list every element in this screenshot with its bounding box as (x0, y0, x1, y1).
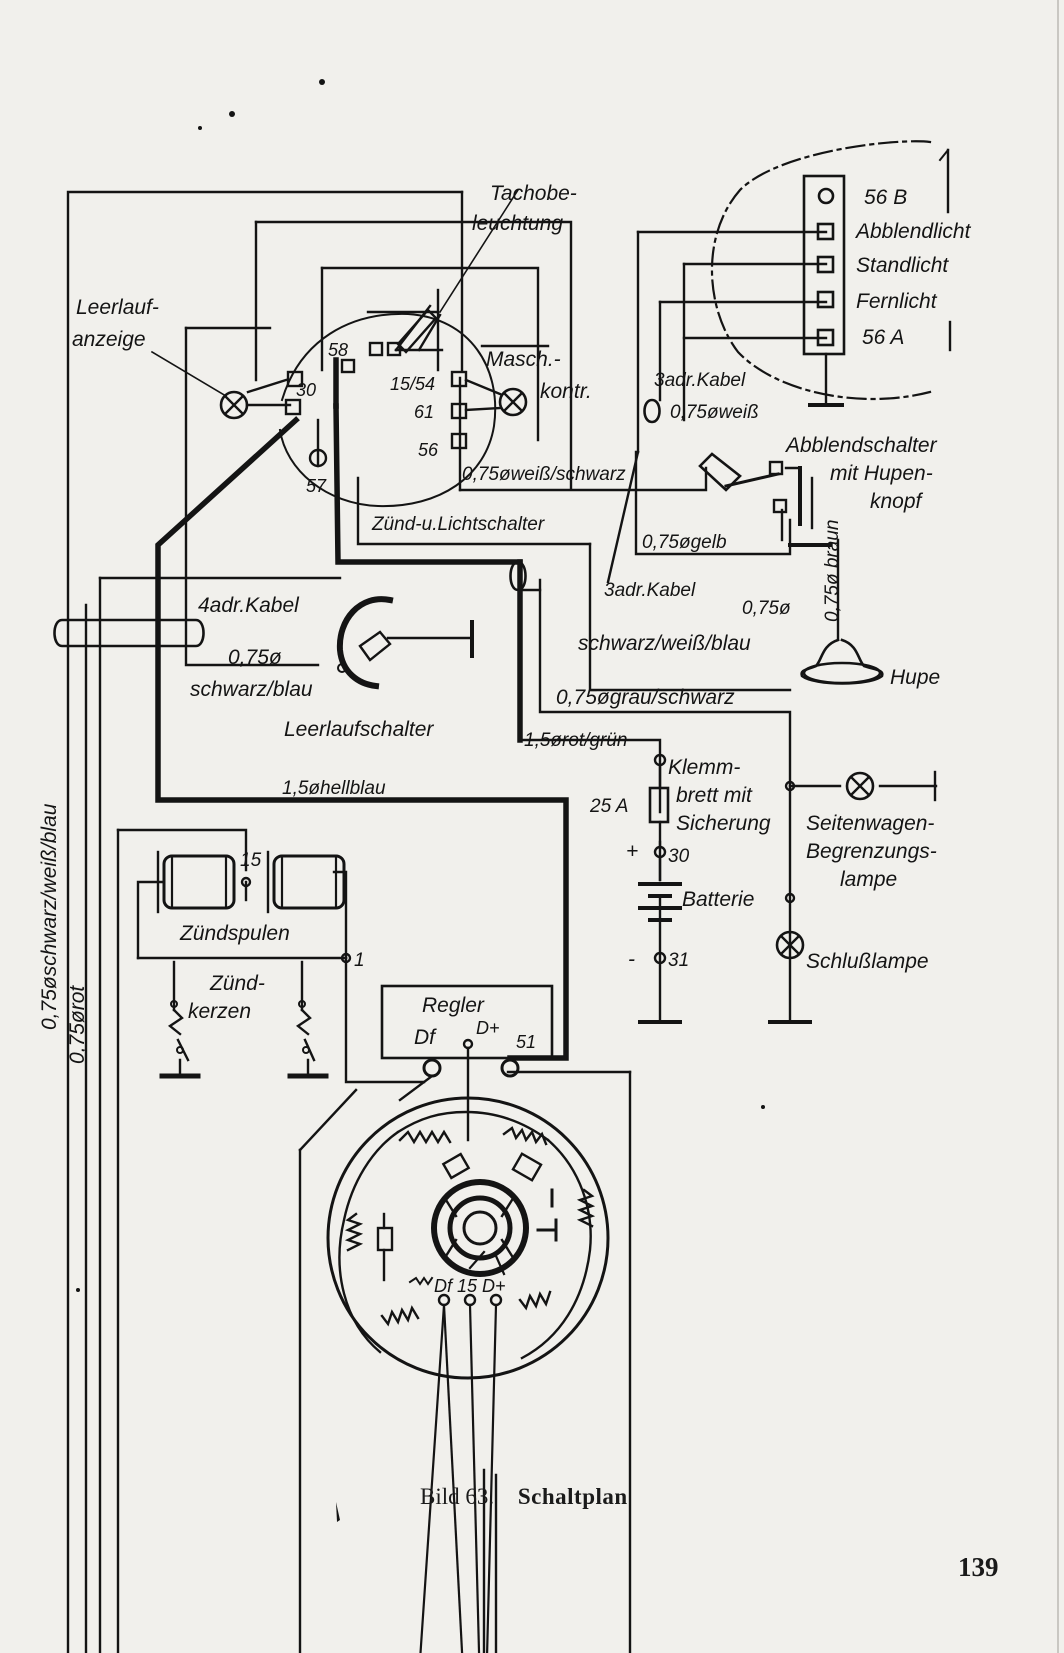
generator (326, 1096, 610, 1653)
label-headlight-high-beam: Fernlicht (856, 290, 938, 313)
label-regulator: Regler (422, 994, 485, 1017)
label-regulator-51: 51 (516, 1032, 536, 1052)
horn (800, 638, 884, 685)
label-term-1554: 15/54 (390, 374, 435, 394)
label-generator-terminals: Df 15 D+ (434, 1276, 506, 1296)
label-term-30: 30 (296, 380, 316, 400)
label-regulator-dplus: D+ (476, 1018, 500, 1038)
label-idle-switch: Leerlaufschalter (284, 718, 434, 741)
label-tail-lamp: Schlußlampe (806, 950, 929, 973)
idle-switch (336, 596, 474, 690)
label-headlight-56b: 56 B (864, 186, 907, 209)
label-3core-cable-2: 3adr.Kabel (604, 580, 696, 601)
label-red-green-wire: 1,5ørot/grün (524, 730, 628, 751)
label-3core-cable-1: 3adr.Kabel (654, 370, 746, 391)
label-white-black-wire: 0,75øweiß/schwarz (462, 464, 626, 485)
label-term-58: 58 (328, 340, 348, 360)
figure-number: Bild 63. (420, 1484, 495, 1509)
label-white-wire: 0,75øweiß (670, 402, 759, 423)
label-terminal-board-1: Klemm- (668, 756, 740, 779)
label-battery: Batterie (682, 888, 754, 911)
wires-thick (155, 357, 569, 1061)
label-speedo-light-2: leuchtung (472, 212, 563, 235)
label-4core-cable: 4adr.Kabel (198, 594, 300, 617)
figure-caption: Bild 63. Schaltplan (420, 1484, 628, 1510)
label-ignition-light-switch: Zünd-u.Lichtschalter (371, 514, 545, 535)
figure-title: Schaltplan (517, 1484, 628, 1509)
label-headlight-low-beam: Abblendlicht (854, 220, 972, 243)
label-headlight-parking: Standlicht (856, 254, 949, 277)
dimmer-switch (698, 452, 832, 547)
label-terminal-board-3: Sicherung (676, 812, 771, 835)
label-grey-black-wire: 0,75øgrau/schwarz (556, 686, 735, 709)
label-sidecar-lamp-3: lampe (840, 868, 897, 891)
label-dimmer-1: Abblendschalter (784, 434, 938, 457)
regulator (380, 984, 554, 1142)
label-spark-plugs-1: Zünd- (209, 972, 265, 995)
label-horn: Hupe (890, 666, 940, 689)
label-spark-plugs-2: kerzen (188, 1000, 251, 1023)
label-yellow-wire: 0,75øgelb (642, 532, 727, 553)
label-idle-indicator-1: Leerlauf- (76, 296, 159, 319)
label-left-wire-2: 0,75ørot (66, 985, 89, 1064)
label-ignition-coils: Zündspulen (179, 922, 290, 945)
headlight (710, 140, 952, 407)
page-edge (1057, 0, 1059, 1653)
label-regulator-df: Df (414, 1026, 437, 1049)
label-term-1: 1 (354, 950, 365, 971)
label-term-15: 15 (240, 850, 262, 871)
page-number: 139 (958, 1552, 999, 1582)
label-term-31: 31 (668, 950, 689, 971)
tail-lamp-icon (775, 930, 805, 960)
terminal-board-battery (638, 753, 875, 1024)
label-minus: - (628, 948, 635, 971)
label-brown-wire: 0,75ø braun (822, 520, 843, 622)
label-dimmer-3: knopf (870, 490, 924, 513)
label-term-57: 57 (306, 476, 327, 496)
label-sidecar-lamp-2: Begrenzungs- (806, 840, 937, 863)
sidecar-lamp-icon (845, 771, 875, 801)
label-sidecar-lamp-1: Seitenwagen- (806, 812, 934, 835)
labels: Tachobe- leuchtung Leerlauf- anzeige 58 … (38, 182, 972, 1296)
label-term-30b: 30 (668, 846, 690, 867)
engine-control-lamp-icon (498, 387, 528, 417)
label-3core-075: 0,75ø (742, 598, 791, 619)
label-engine-control-2: kontr. (540, 380, 592, 403)
cable-bundles (53, 398, 661, 648)
ignition-coils (156, 850, 352, 1079)
label-fuse-25a: 25 A (589, 796, 628, 817)
label-engine-control-1: Masch.- (486, 348, 561, 371)
label-headlight-56a: 56 A (862, 326, 904, 349)
label-lightblue-wire: 1,5øhellblau (282, 778, 386, 799)
label-term-61: 61 (414, 402, 434, 422)
speedo-lamp-icon (396, 308, 438, 354)
label-4core-075: 0,75ø (228, 646, 282, 669)
label-left-wire-1: 0,75øschwarz/weiß/blau (38, 803, 61, 1030)
label-black-blue-wire: schwarz/blau (190, 678, 313, 701)
paper-specks (76, 79, 765, 1522)
ignition-light-switch (150, 188, 528, 508)
label-black-white-blue-wire: schwarz/weiß/blau (578, 632, 751, 655)
label-idle-indicator-2: anzeige (72, 328, 146, 351)
label-speedo-light-1: Tachobe- (490, 182, 577, 205)
label-plus: + (626, 840, 638, 863)
label-term-56: 56 (418, 440, 439, 460)
label-dimmer-2: mit Hupen- (830, 462, 933, 485)
label-terminal-board-2: brett mit (676, 784, 753, 807)
